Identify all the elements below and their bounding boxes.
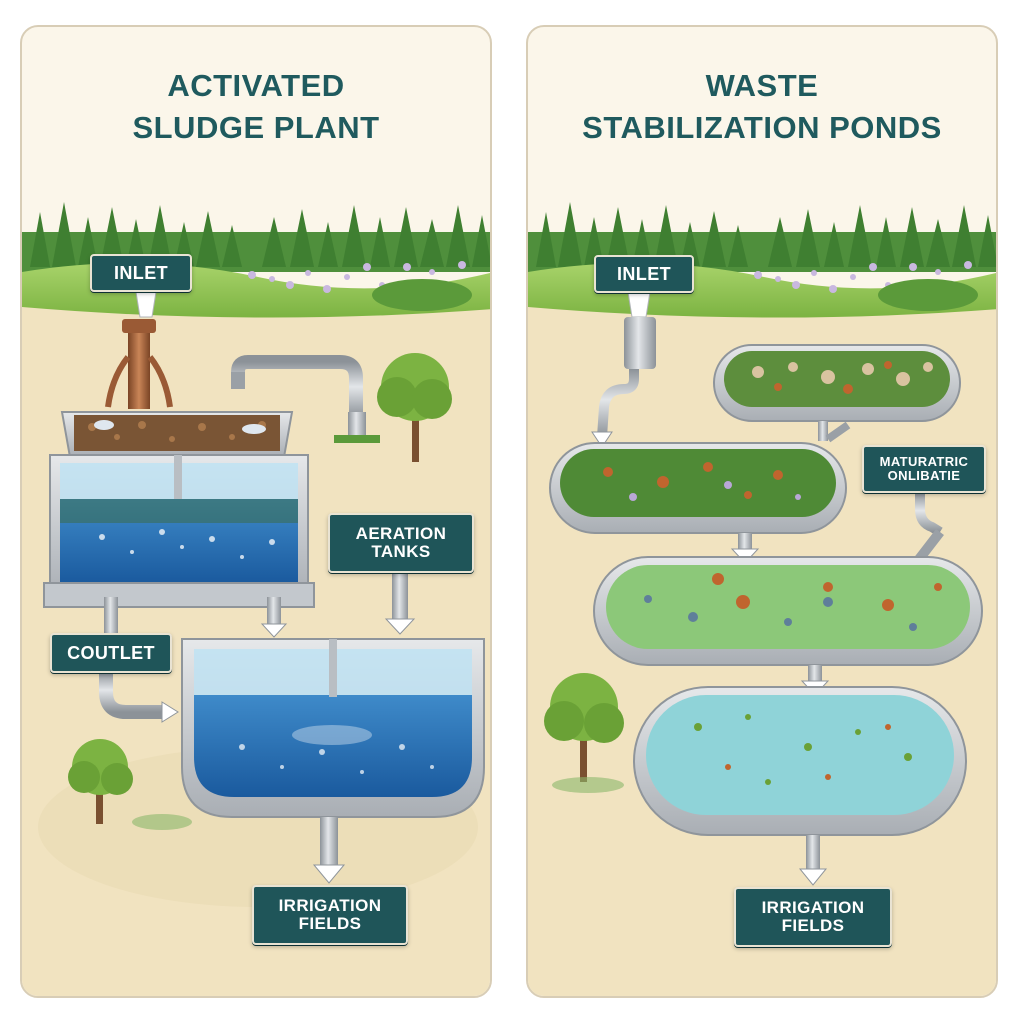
outlet-label: COUTLET: [50, 633, 172, 673]
irrigation-pipe: [806, 835, 820, 871]
stabilization-ponds-title: WASTE STABILIZATION PONDS: [528, 65, 996, 149]
title-line-2: STABILIZATION PONDS: [582, 110, 942, 145]
secondary-clarifier-tank: [181, 638, 485, 818]
irrigation-fields-label: IRRIGATION FIELDS: [734, 887, 892, 947]
primary-sludge-tank: [60, 411, 294, 458]
arrow-right-icon: [161, 701, 179, 723]
stabilization-ponds-panel: WASTE STABILIZATION PONDS: [526, 25, 998, 998]
flower-icon: [248, 261, 466, 293]
pond-top: [713, 344, 961, 422]
pond-light-green: [593, 556, 983, 666]
outlet-pipe-vertical: [104, 597, 118, 633]
forest-icon: [528, 202, 996, 272]
inlet-arrow-down-icon: [627, 291, 651, 318]
activated-sludge-illustration: [22, 202, 490, 996]
tree-icon: [68, 739, 133, 824]
inlet-pipe: [624, 317, 656, 369]
title-line-1: ACTIVATED: [167, 68, 345, 103]
tree-icon: [544, 673, 624, 782]
inlet-pipe: [128, 319, 150, 409]
arrow-down-icon: [260, 623, 288, 638]
stabilization-ponds-illustration: [528, 202, 996, 996]
activated-sludge-title: ACTIVATED SLUDGE PLANT: [22, 65, 490, 149]
activated-sludge-panel: ACTIVATED SLUDGE PLANT: [20, 25, 492, 998]
irrigation-fields-label: IRRIGATION FIELDS: [252, 885, 408, 945]
tree-icon: [377, 353, 452, 462]
bush-icon: [552, 777, 624, 793]
arrow-down-icon: [384, 618, 416, 635]
inlet-arrow-down-icon: [135, 291, 157, 318]
arrow-down-icon: [312, 864, 346, 884]
pond-maturation: [633, 686, 967, 836]
title-line-1: WASTE: [705, 68, 819, 103]
bush-icon: [132, 814, 192, 830]
return-pipe: [231, 355, 363, 417]
pond-facultative: [549, 442, 847, 534]
arrow-down-icon: [591, 431, 613, 448]
maturation-label: MATURATRIC ONLIBATIE: [862, 445, 986, 493]
inlet-label: INLET: [90, 254, 192, 292]
title-line-2: SLUDGE PLANT: [132, 110, 380, 145]
outlet-pipe: [99, 672, 162, 719]
forest-icon: [22, 202, 490, 272]
aeration-tank-upper: [43, 454, 315, 608]
arrow-down-icon: [798, 868, 828, 886]
bush-icon: [878, 279, 978, 311]
flower-icon: [754, 261, 972, 293]
irrigation-pipe: [320, 817, 338, 867]
inlet-label: INLET: [594, 255, 694, 293]
aeration-tanks-label: AERATION TANKS: [328, 513, 474, 573]
inlet-pipe-flange: [122, 319, 156, 333]
bush-icon: [372, 279, 472, 311]
